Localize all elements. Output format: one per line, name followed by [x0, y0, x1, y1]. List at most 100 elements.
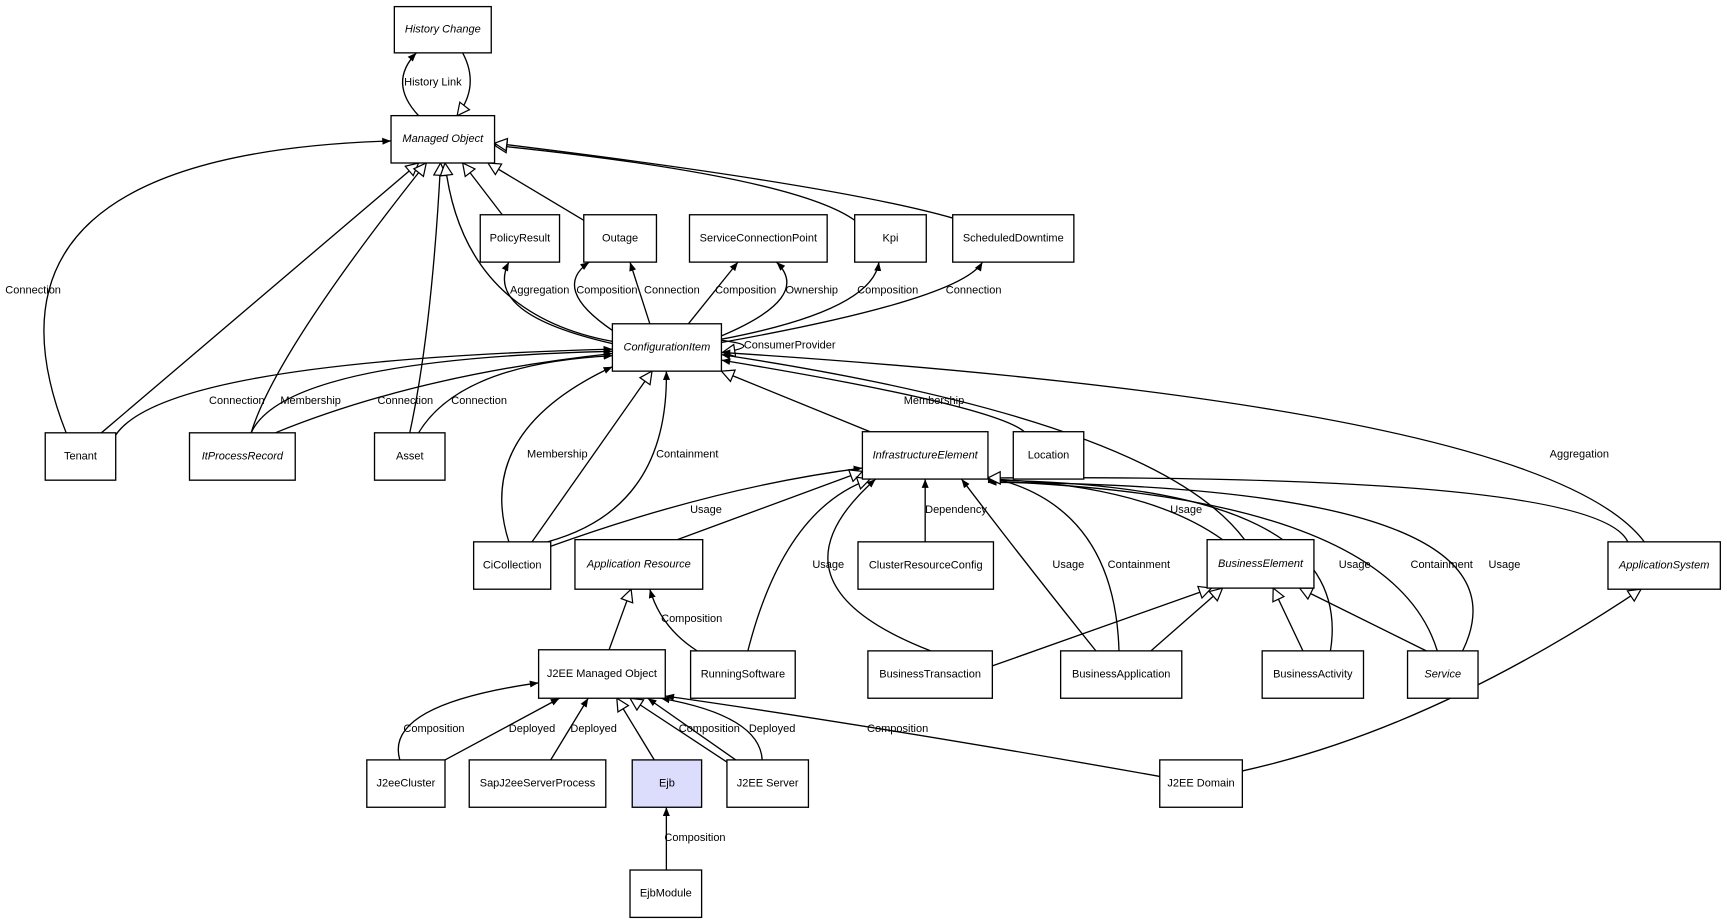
edge-label: Aggregation — [510, 285, 569, 297]
class-node-service-connection-point[interactable]: ServiceConnectionPoint — [688, 214, 828, 263]
class-node-configuration-item[interactable]: ConfigurationItem — [611, 323, 723, 372]
class-box — [952, 214, 1075, 263]
class-name: BusinessApplication — [1072, 668, 1170, 680]
class-box — [689, 650, 796, 699]
class-node-location[interactable]: Location — [1012, 431, 1085, 480]
edge-label: Connection — [644, 285, 700, 297]
class-box — [393, 5, 492, 54]
edge-association-business-application-to-infrastructure-element: Usage — [960, 478, 1097, 652]
class-node-infrastructure-element[interactable]: InfrastructureElement — [861, 431, 989, 480]
edge-label: Composition — [664, 832, 725, 844]
association-line — [721, 358, 1025, 433]
edge-label: Membership — [527, 449, 588, 461]
class-name: J2EE Domain — [1167, 777, 1234, 789]
class-node-service[interactable]: Service — [1406, 650, 1479, 699]
class-node-j2ee-server[interactable]: J2EE Server — [726, 759, 810, 808]
edge-label: Composition — [679, 723, 740, 735]
edge-generalization-j2ee-managed-object-to-application-resource — [608, 589, 631, 650]
class-name: PolicyResult — [490, 232, 551, 244]
class-box — [390, 114, 496, 164]
edge-generalization-ci-collection-to-configuration-item — [531, 371, 652, 543]
edge-association-j2ee-server-to-j2ee-managed-object: Deployed — [660, 696, 795, 760]
class-box — [1406, 650, 1479, 699]
association-line — [960, 478, 1097, 652]
class-name: Location — [1028, 449, 1070, 461]
edge-association-configuration-item-to-outage: Composition — [573, 261, 637, 331]
class-node-business-transaction[interactable]: BusinessTransaction — [867, 650, 994, 699]
class-node-j2ee-domain[interactable]: J2EE Domain — [1159, 759, 1244, 808]
class-name: ItProcessRecord — [202, 450, 284, 462]
edge-label: Usage — [1489, 559, 1521, 571]
class-name: ServiceConnectionPoint — [700, 232, 817, 244]
class-name: InfrastructureElement — [873, 449, 979, 461]
generalization-line — [409, 163, 441, 433]
class-name: CiCollection — [483, 559, 542, 571]
edge-generalization-business-transaction-to-business-element — [991, 588, 1211, 667]
class-name: Asset — [396, 450, 424, 462]
class-node-business-application[interactable]: BusinessApplication — [1059, 650, 1183, 699]
edge-association-asset-to-configuration-item: Connection — [418, 352, 613, 434]
association-line — [987, 478, 1438, 652]
edge-association-sap-j2ee-server-process-to-j2ee-managed-object: Deployed — [550, 697, 617, 761]
association-line — [418, 352, 613, 434]
edge-label: Composition — [576, 285, 637, 297]
generalization-line — [495, 145, 856, 221]
class-node-j2ee-cluster[interactable]: J2eeCluster — [366, 759, 446, 808]
edge-generalization-infrastructure-element-to-configuration-item — [721, 371, 871, 433]
edge-generalization-running-software-to-infrastructure-element — [747, 479, 870, 652]
class-node-sap-j2ee-server-process[interactable]: SapJ2eeServerProcess — [468, 759, 607, 808]
class-node-ci-collection[interactable]: CiCollection — [472, 541, 552, 590]
class-node-application-system[interactable]: ApplicationSystem — [1607, 541, 1721, 590]
generalization-line — [100, 163, 418, 434]
class-node-j2ee-managed-object[interactable]: J2EE Managed Object — [537, 649, 666, 699]
generalization-line — [495, 143, 953, 219]
edge-generalization-application-resource-to-infrastructure-element — [677, 471, 862, 541]
class-name: Service — [1424, 668, 1461, 680]
edge-label: Connection — [209, 395, 265, 407]
association-line — [987, 478, 1474, 652]
edge-association-application-system-to-configuration-item: Aggregation — [721, 349, 1645, 543]
class-node-ejb-module[interactable]: EjbModule — [629, 869, 703, 919]
class-name: BusinessTransaction — [879, 668, 981, 680]
edge-generalization-tenant-to-managed-object — [100, 163, 418, 434]
class-node-scheduled-downtime[interactable]: ScheduledDowntime — [952, 214, 1075, 263]
class-node-history-change[interactable]: History Change — [393, 5, 492, 54]
edge-generalization-configuration-item-to-configuration-item: ConsumerProvider — [721, 339, 836, 353]
class-node-running-software[interactable]: RunningSoftware — [689, 650, 796, 699]
class-node-asset[interactable]: Asset — [373, 432, 446, 481]
generalization-line — [991, 588, 1211, 667]
edge-association-configuration-item-to-outage: Connection — [629, 261, 700, 324]
edge-label: Usage — [1052, 559, 1084, 571]
class-node-outage[interactable]: Outage — [583, 214, 658, 263]
association-line — [660, 696, 763, 760]
class-node-business-activity[interactable]: BusinessActivity — [1261, 650, 1365, 699]
generalization-line — [531, 371, 652, 543]
class-box — [1012, 431, 1085, 480]
class-name: ScheduledDowntime — [963, 232, 1064, 244]
edge-label: Membership — [280, 395, 341, 407]
edge-association-service-to-infrastructure-element: Containment — [987, 478, 1473, 652]
edge-association-tenant-to-managed-object: Connection — [5, 137, 392, 434]
edge-label: Deployed — [509, 723, 555, 735]
class-node-cluster-resource-config[interactable]: ClusterResourceConfig — [857, 541, 995, 590]
edge-association-managed-object-to-history-change: History Link — [402, 52, 462, 117]
edge-label: Composition — [403, 723, 464, 735]
class-node-ejb[interactable]: Ejb — [631, 759, 703, 808]
edge-generalization-ejb-to-j2ee-managed-object — [617, 698, 655, 761]
class-node-kpi[interactable]: Kpi — [854, 214, 927, 263]
edge-association-it-process-record-to-configuration-item: Connection — [275, 350, 613, 434]
class-box — [574, 538, 704, 590]
edge-label: Composition — [857, 285, 918, 297]
class-node-policy-result[interactable]: PolicyResult — [479, 214, 561, 263]
class-node-it-process-record[interactable]: ItProcessRecord — [188, 432, 296, 481]
class-name: J2EE Server — [737, 777, 799, 789]
class-node-application-resource[interactable]: Application Resource — [574, 538, 704, 590]
edge-label: Deployed — [570, 723, 616, 735]
edge-association-ci-collection-to-configuration-item: Containment — [547, 371, 718, 543]
edge-association-j2ee-server-to-j2ee-managed-object: Composition — [647, 697, 740, 761]
class-node-business-element[interactable]: BusinessElement — [1206, 538, 1315, 589]
class-node-tenant[interactable]: Tenant — [44, 432, 117, 481]
association-line — [687, 261, 739, 325]
class-node-managed-object[interactable]: Managed Object — [390, 114, 496, 164]
